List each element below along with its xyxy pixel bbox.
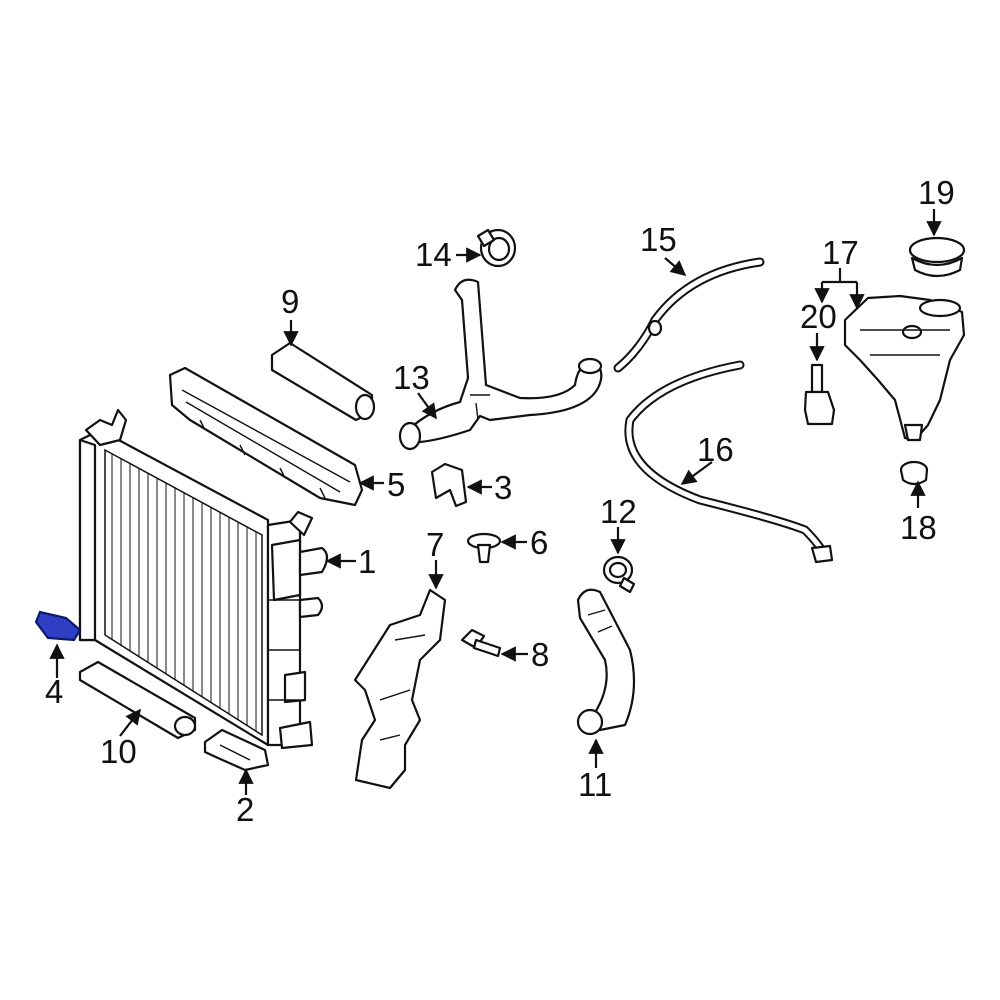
hose-clamp-lower[interactable] (602, 555, 636, 594)
overflow-hose[interactable] (613, 257, 765, 373)
callout-15[interactable]: 15 (640, 221, 677, 258)
callout-1[interactable]: 1 (358, 543, 376, 580)
callout-2[interactable]: 2 (236, 791, 254, 828)
callout-14[interactable]: 14 (415, 236, 452, 273)
level-sensor[interactable] (803, 363, 836, 426)
lower-mount-bracket[interactable] (203, 728, 270, 772)
upper-air-shroud[interactable] (168, 366, 364, 507)
reservoir-grommet[interactable] (899, 460, 929, 486)
side-air-baffle[interactable] (353, 588, 447, 790)
lower-seal-strip[interactable] (78, 660, 197, 740)
callout-16[interactable]: 16 (697, 431, 734, 468)
callout-18[interactable]: 18 (900, 509, 937, 546)
vent-hose[interactable] (624, 360, 834, 564)
leader-lines (49, 209, 942, 795)
callout-6[interactable]: 6 (530, 524, 548, 561)
callout-12[interactable]: 12 (600, 493, 637, 530)
radiator[interactable] (78, 408, 329, 750)
push-pin-rivet[interactable] (466, 532, 502, 564)
callout-10[interactable]: 10 (100, 733, 137, 770)
callout-7[interactable]: 7 (426, 526, 444, 563)
reservoir-cap[interactable] (908, 236, 966, 278)
callout-17[interactable]: 17 (822, 234, 859, 271)
callout-20[interactable]: 20 (800, 298, 837, 335)
callout-11[interactable]: 11 (578, 766, 612, 803)
callout-4[interactable]: 4 (45, 673, 63, 710)
callout-3[interactable]: 3 (494, 469, 512, 506)
hose-clamp-upper[interactable] (476, 228, 517, 268)
coolant-reservoir[interactable] (843, 294, 966, 442)
callout-19[interactable]: 19 (918, 174, 955, 211)
retaining-clip[interactable] (430, 462, 468, 508)
upper-seal-strip[interactable] (270, 341, 376, 422)
lower-radiator-hose[interactable] (576, 588, 636, 736)
upper-radiator-hose[interactable] (398, 278, 603, 451)
mounting-bolt[interactable] (460, 628, 502, 658)
callout-labels: 1 2 3 4 5 6 7 8 9 10 11 12 13 14 15 16 1… (45, 174, 955, 828)
radiator-insulator-highlighted[interactable] (34, 610, 82, 642)
callout-5[interactable]: 5 (387, 466, 405, 503)
callout-9[interactable]: 9 (281, 283, 299, 320)
callout-13[interactable]: 13 (393, 359, 430, 396)
callout-8[interactable]: 8 (531, 636, 549, 673)
